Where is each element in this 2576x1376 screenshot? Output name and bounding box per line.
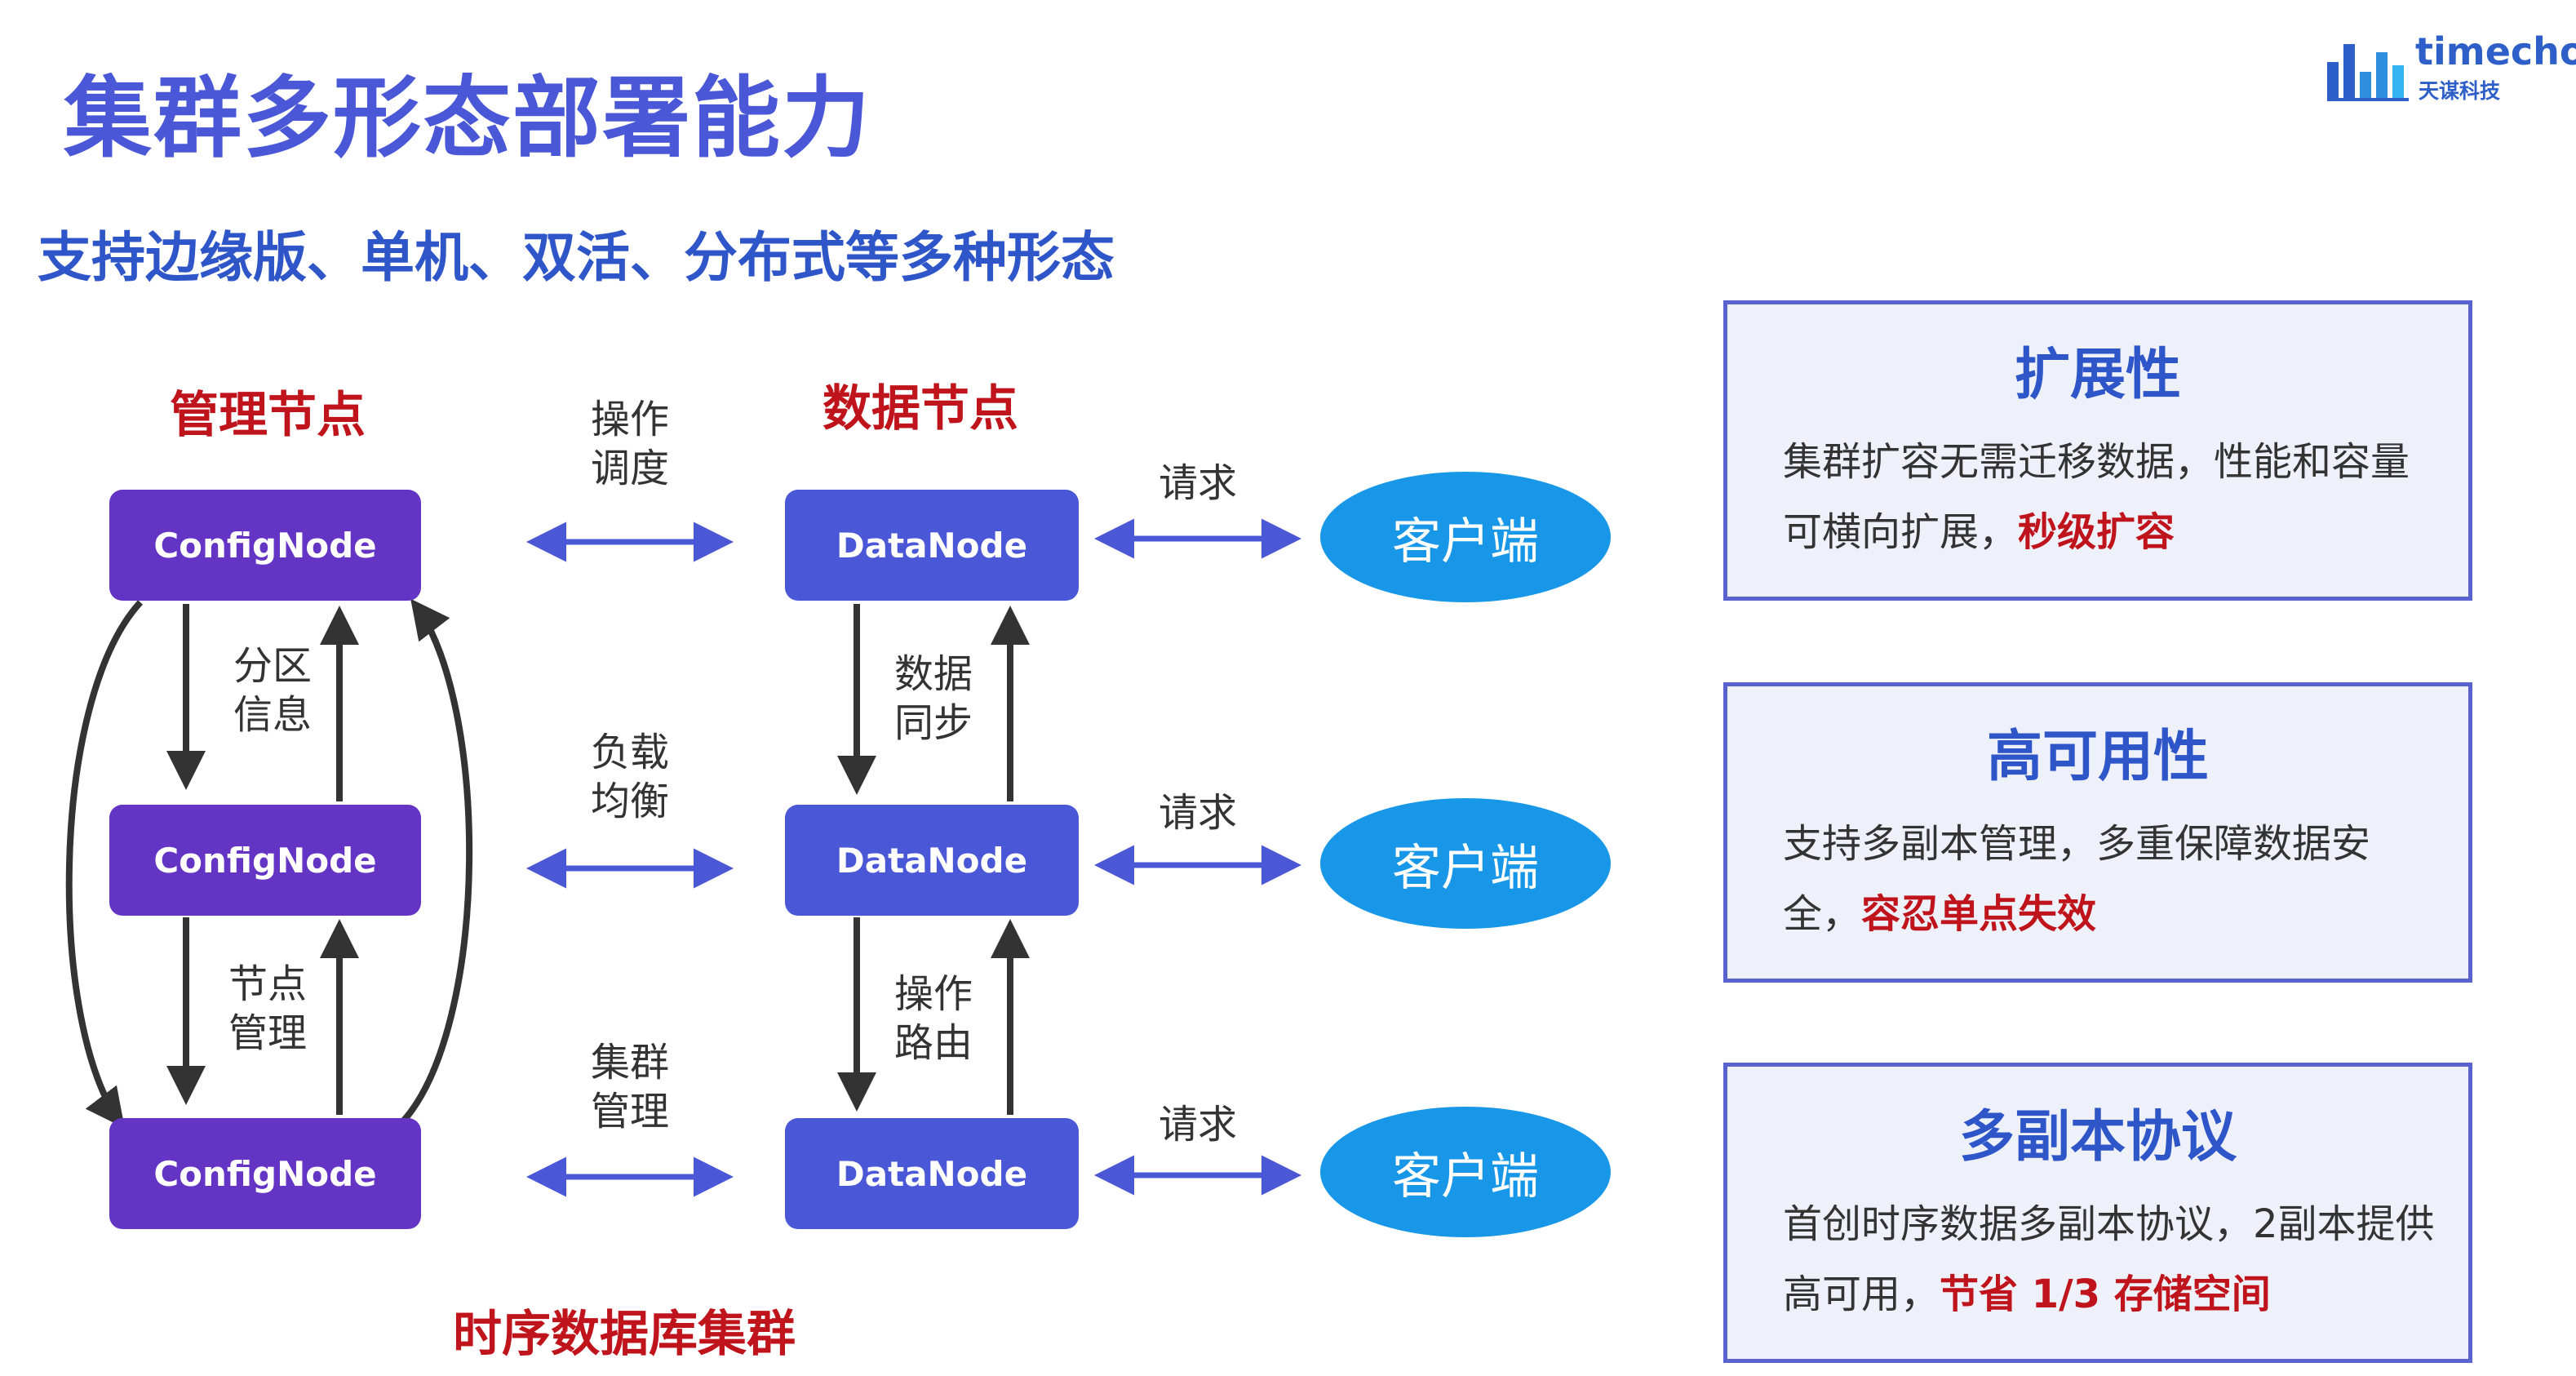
logo-name: timecho: [2415, 29, 2576, 73]
panel-highlight: 节省 1/3 存储空间: [1940, 1272, 2271, 1317]
cfg-link-label-2: 节点管理: [228, 961, 308, 1056]
config-node-2: ConfigNode: [109, 805, 421, 916]
panel-title: 高可用性: [1986, 725, 2209, 789]
cluster-label: 时序数据库集群: [453, 1306, 796, 1363]
panel-title: 扩展性: [2014, 343, 2181, 407]
data-node-2: DataNode: [785, 805, 1079, 916]
panel-scalability: 扩展性 集群扩容无需迁移数据，性能和容量可横向扩展，秒级扩容: [1723, 300, 2472, 601]
cross-label-1: 操作调度: [591, 397, 670, 491]
request-label-3: 请求: [1159, 1102, 1238, 1147]
config-header: 管理节点: [170, 387, 366, 444]
panel-body: 集群扩容无需迁移数据，性能和容量可横向扩展，秒级扩容: [1783, 439, 2410, 555]
data-node-1: DataNode: [785, 490, 1079, 601]
panel-body: 首创时序数据多副本协议，2副本提供高可用，节省 1/3 存储空间: [1783, 1201, 2435, 1317]
client-3: 客户端: [1320, 1107, 1611, 1237]
dn-link-label-2: 操作路由: [894, 971, 973, 1066]
panel-body: 支持多副本管理，多重保障数据安全，容忍单点失效: [1783, 821, 2371, 937]
cfg-curve-right: [399, 598, 473, 1125]
config-node-1: ConfigNode: [109, 490, 421, 601]
cfg-curve-left: [65, 600, 143, 1129]
panel-replica-protocol: 多副本协议 首创时序数据多副本协议，2副本提供高可用，节省 1/3 存储空间: [1723, 1063, 2472, 1363]
panel-availability: 高可用性 支持多副本管理，多重保障数据安全，容忍单点失效: [1723, 682, 2472, 983]
timecho-logo: timecho 天谋科技: [2327, 29, 2576, 103]
page-title: 集群多形态部署能力: [64, 68, 872, 170]
dn-link-label-1: 数据同步: [894, 651, 973, 746]
request-label-1: 请求: [1159, 460, 1238, 506]
config-node-3: ConfigNode: [109, 1118, 421, 1229]
data-header: 数据节点: [822, 380, 1018, 437]
client-1: 客户端: [1320, 472, 1611, 602]
panel-highlight: 容忍单点失效: [1861, 891, 2097, 937]
panel-highlight: 秒级扩容: [2018, 509, 2175, 555]
cfg-link-label-1: 分区信息: [233, 643, 313, 738]
cross-label-3: 集群管理: [591, 1040, 670, 1134]
logo-subname: 天谋科技: [2419, 79, 2501, 103]
data-node-3: DataNode: [785, 1118, 1079, 1229]
panel-title: 多副本协议: [1958, 1105, 2237, 1170]
cross-label-2: 负载均衡: [591, 730, 670, 824]
request-label-2: 请求: [1159, 790, 1238, 836]
page-subtitle: 支持边缘版、单机、双活、分布式等多种形态: [38, 226, 1115, 289]
client-2: 客户端: [1320, 798, 1611, 929]
logo-bars-icon: [2327, 44, 2409, 101]
